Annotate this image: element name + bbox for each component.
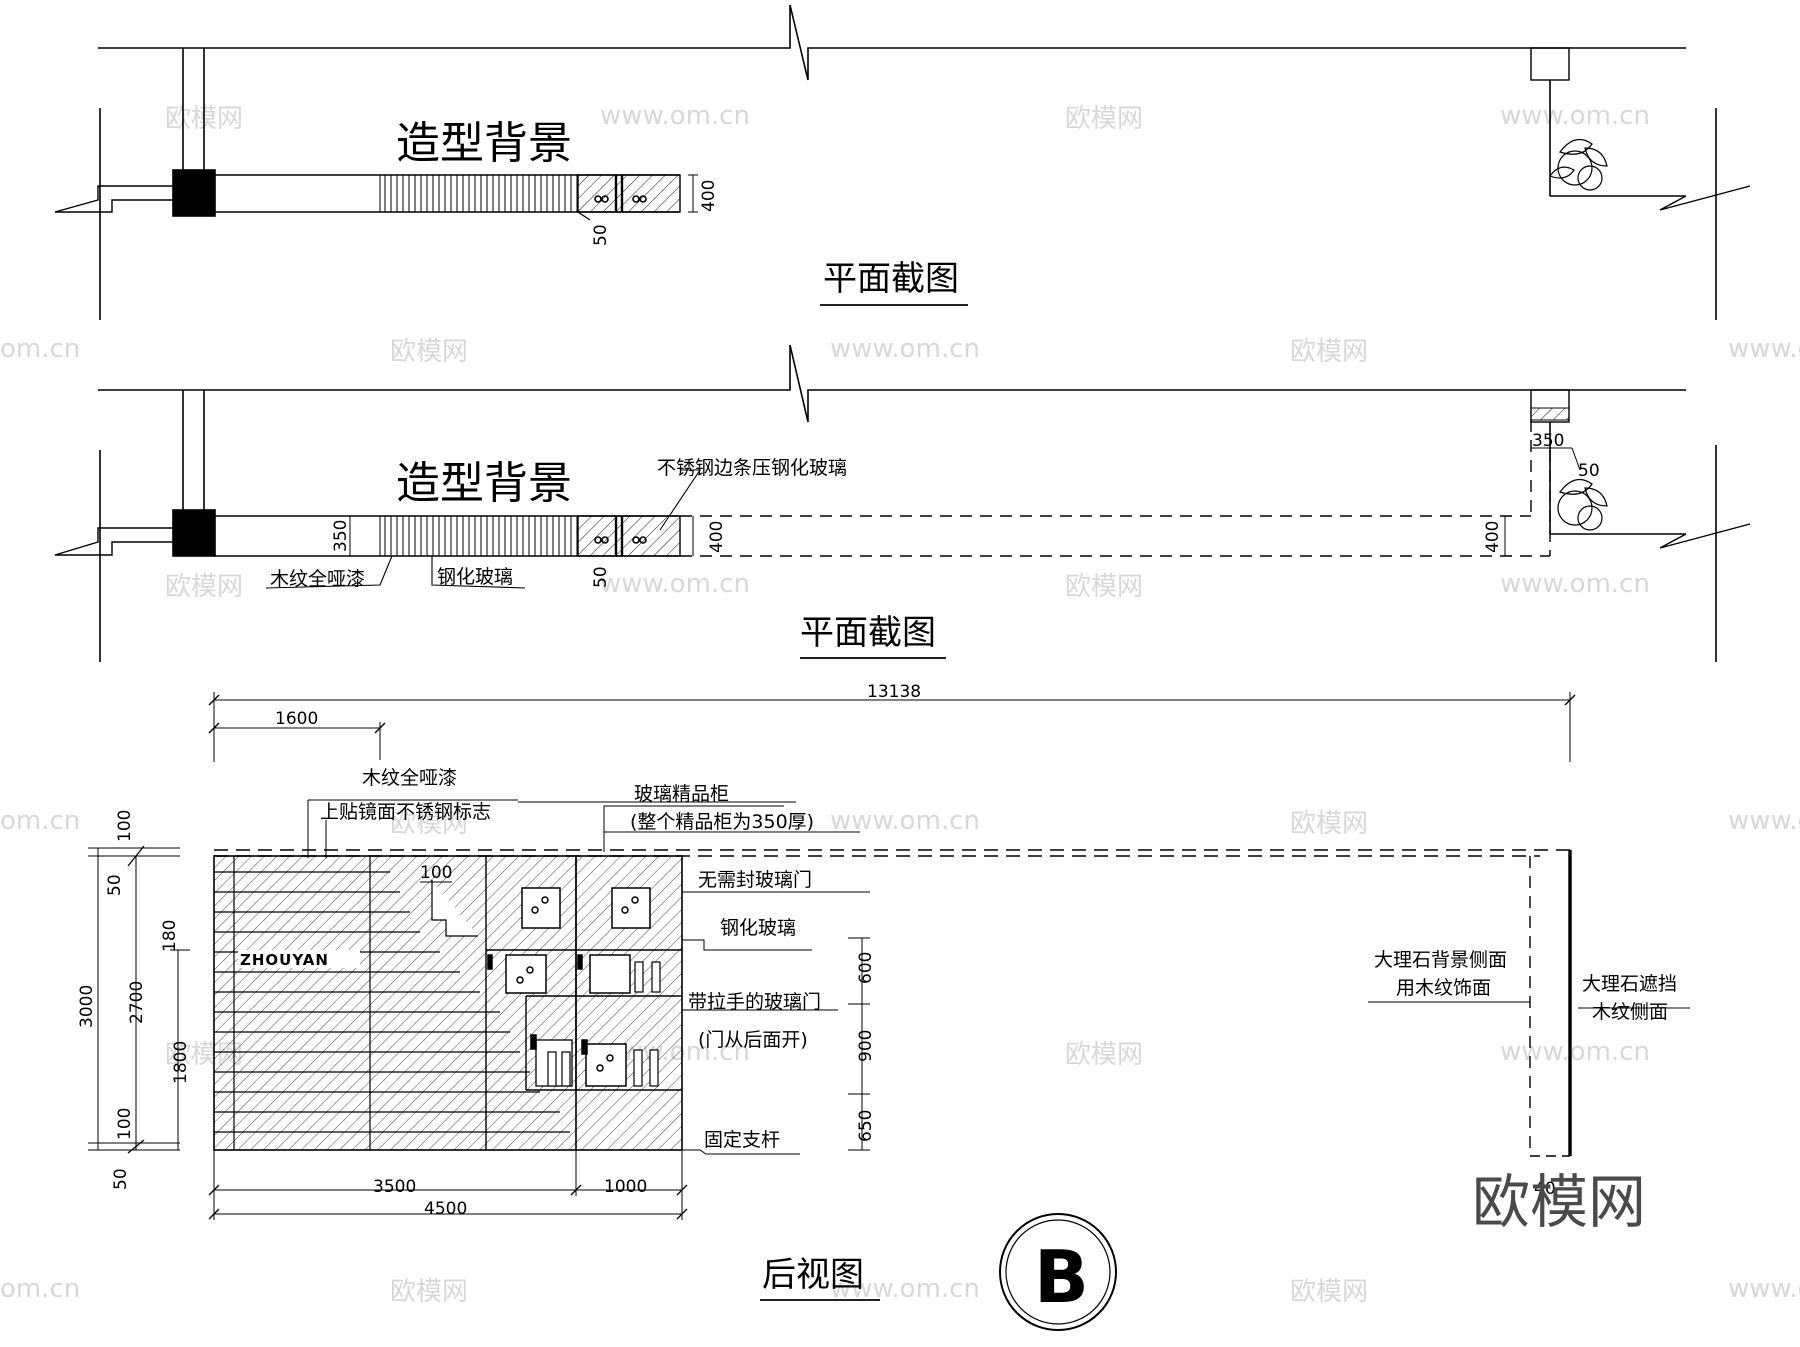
elev-dim-900: 900 xyxy=(856,1030,876,1062)
watermark-url: www.om.cn xyxy=(600,569,750,599)
watermark-url: om.cn xyxy=(0,806,80,836)
elev-dim-180: 180 xyxy=(160,920,180,952)
watermark-url: www.om.cn xyxy=(1500,569,1650,599)
rear-view-title: 后视图 xyxy=(762,1255,864,1295)
plan2-dim-400-right: 400 xyxy=(1483,521,1503,553)
label-wood-side: 木纹侧面 xyxy=(1592,1001,1668,1023)
elev-dim-100-bottom: 100 xyxy=(115,1108,135,1140)
label-wood-matte: 木纹全哑漆 xyxy=(270,568,365,590)
logo-zhouyan: ZHOUYAN xyxy=(240,951,329,969)
plan2-view-title: 平面截图 xyxy=(800,613,936,653)
label-wood-matte-elev: 木纹全哑漆 xyxy=(362,767,457,789)
watermark-brand: 欧模网 xyxy=(1290,337,1368,367)
elev-dim-1600: 1600 xyxy=(275,709,318,729)
elev-dim-13138: 13138 xyxy=(867,682,921,702)
watermark-url: www.om.cn xyxy=(1728,334,1800,364)
watermark-brand: 欧模网 xyxy=(390,337,468,367)
plan2-dim-350: 350 xyxy=(331,520,351,552)
watermark-brand: 欧模网 xyxy=(1290,809,1368,839)
watermark-url: www.om.cn xyxy=(1500,101,1650,131)
elev-dim-1800: 1800 xyxy=(171,1041,191,1084)
watermark-brand: 欧模网 xyxy=(390,809,468,839)
elev-dim-50-bottom: 50 xyxy=(111,1168,131,1190)
plan1-view-title: 平面截图 xyxy=(823,259,959,299)
elev-dim-4500: 4500 xyxy=(424,1199,467,1219)
plan2-dim-400: 400 xyxy=(707,521,727,553)
label-mirror-steel-logo: 上贴镜面不锈钢标志 xyxy=(320,801,491,823)
watermark-url: www.om.cn xyxy=(1728,1274,1800,1304)
label-open-from-back: (门从后面开) xyxy=(698,1029,808,1051)
elev-dim-3000: 3000 xyxy=(77,985,97,1028)
elev-dim-3500: 3500 xyxy=(373,1177,416,1197)
plan1-dim-50: 50 xyxy=(591,224,611,246)
plan2-feature-title: 造型背景 xyxy=(396,458,572,509)
watermark-brand: 欧模网 xyxy=(1065,572,1143,602)
elev-dim-100-top: 100 xyxy=(115,810,135,842)
plan2-dim-50-right: 50 xyxy=(1578,461,1600,481)
watermark-brand: 欧模网 xyxy=(165,572,243,602)
rear-elevation xyxy=(88,692,1690,1331)
watermark-url: www.om.cn xyxy=(1728,806,1800,836)
label-tempered-glass-elev: 钢化玻璃 xyxy=(720,917,796,939)
watermark-url: www.om.cn xyxy=(830,334,980,364)
elev-dim-100-inner: 100 xyxy=(420,863,452,883)
section-marker-b: B xyxy=(1034,1235,1089,1319)
label-cabinet-thickness: (整个精品柜为350厚) xyxy=(630,811,814,833)
label-marble-side: 大理石背景侧面 xyxy=(1374,949,1507,971)
watermark-brand: 欧模网 xyxy=(1065,1040,1143,1070)
plan2-dim-50: 50 xyxy=(591,566,611,588)
label-marble-block: 大理石遮挡 xyxy=(1582,973,1677,995)
elev-dim-2700: 2700 xyxy=(127,981,147,1024)
elev-dim-1000: 1000 xyxy=(604,1177,647,1197)
watermark-url: www.om.cn xyxy=(830,806,980,836)
label-glass-cabinet: 玻璃精品柜 xyxy=(634,783,729,805)
watermark-url: www.om.cn xyxy=(600,101,750,131)
watermark-layer: 欧模网 www.om.cn 欧模网 www.om.cn om.cn 欧模网 ww… xyxy=(0,101,1800,1307)
elev-dim-40: 40 xyxy=(1534,1179,1556,1199)
watermark-brand: 欧模网 xyxy=(1065,104,1143,134)
label-wood-finish: 用木纹饰面 xyxy=(1396,977,1491,999)
plan1-feature-title: 造型背景 xyxy=(396,118,572,169)
watermark-url: www.om.cn xyxy=(830,1274,980,1304)
elev-dim-50-top: 50 xyxy=(105,874,125,896)
watermark-url: om.cn xyxy=(0,1274,80,1304)
label-tempered-glass: 钢化玻璃 xyxy=(437,566,513,588)
watermark-url: www.om.cn xyxy=(1500,1037,1650,1067)
watermark-brand: 欧模网 xyxy=(1290,1277,1368,1307)
elev-dim-600: 600 xyxy=(856,952,876,984)
label-no-seal-door: 无需封玻璃门 xyxy=(698,869,812,891)
label-steel-edge-glass: 不锈钢边条压钢化玻璃 xyxy=(657,457,847,479)
watermark-brand-large: 欧模网 xyxy=(1472,1168,1646,1236)
plan1-dim-400: 400 xyxy=(699,180,719,212)
plan-view-2 xyxy=(54,344,1751,662)
watermark-url: om.cn xyxy=(0,334,80,364)
label-handle-door: 带拉手的玻璃门 xyxy=(688,991,821,1013)
watermark-brand: 欧模网 xyxy=(390,1277,468,1307)
label-fixed-rod: 固定支杆 xyxy=(704,1129,780,1151)
plan-view-1 xyxy=(54,4,1751,320)
elev-dim-650: 650 xyxy=(856,1110,876,1142)
plan2-dim-350-right: 350 xyxy=(1532,431,1564,451)
